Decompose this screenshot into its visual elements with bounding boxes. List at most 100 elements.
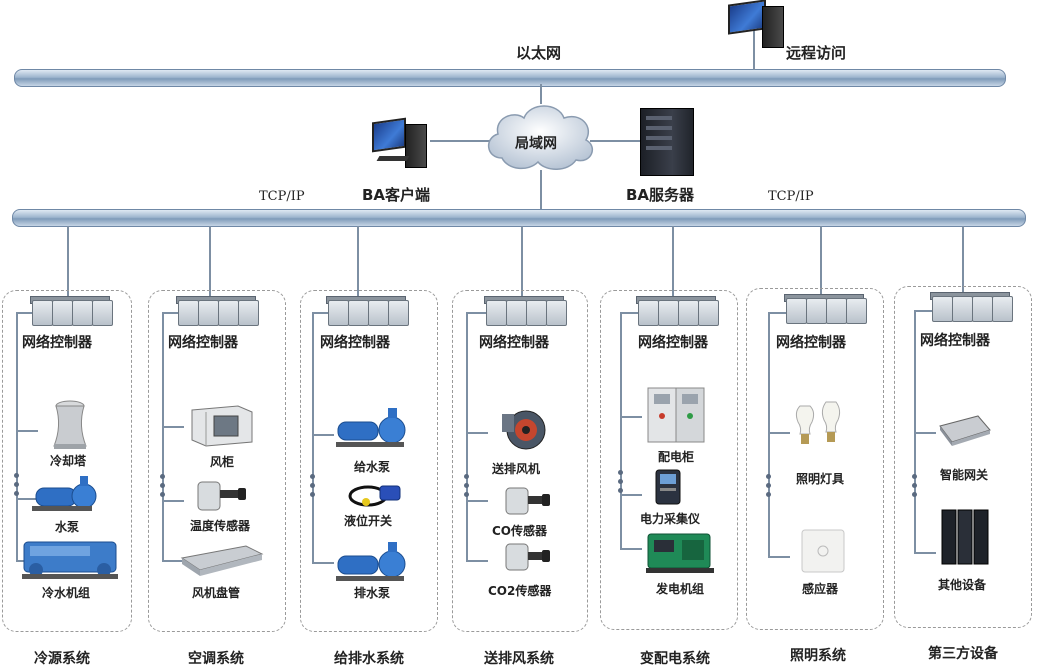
stub-6b: [768, 556, 790, 558]
stub-7a: [914, 432, 936, 434]
device-label-co-sensor: CO传感器: [492, 524, 548, 538]
stub-3b: [312, 562, 334, 564]
remote-link: [753, 30, 755, 70]
air-handler-icon: [191, 405, 253, 447]
group-water: [300, 290, 438, 632]
controller-label-6: 网络控制器: [776, 335, 846, 351]
stub-5b: [620, 494, 642, 496]
stub-1b: [16, 498, 38, 500]
bus-7-top: [914, 310, 932, 312]
drop-6: [820, 226, 822, 296]
bus-3-top: [312, 312, 328, 314]
system-label-lighting: 照明系统: [790, 648, 846, 664]
temperature-sensor-icon: [197, 481, 246, 511]
device-label-level-switch: 液位开关: [344, 514, 393, 528]
more-dots-5: [618, 470, 624, 497]
water-pump-icon: [32, 476, 97, 511]
network-controller-5: [636, 296, 719, 326]
tcpip-bus: [12, 209, 1026, 227]
system-label-water: 给排水系统: [334, 651, 404, 667]
drop-2: [209, 226, 211, 296]
stub-2a: [162, 426, 184, 428]
bus-1: [16, 312, 18, 562]
device-label-temperature-sensor: 温度传感器: [190, 519, 251, 533]
network-controller-1: [30, 296, 113, 326]
drop-1: [67, 226, 69, 296]
stub-5a: [620, 416, 642, 418]
stub-4b: [466, 500, 488, 502]
stub-4a: [466, 432, 488, 434]
group-ventilation: [452, 290, 588, 632]
system-label-power: 变配电系统: [640, 651, 710, 667]
network-controller-4: [484, 296, 567, 326]
device-label-air-handler: 风柜: [210, 455, 235, 469]
more-dots-1: [14, 473, 20, 500]
device-label-switchgear: 配电柜: [658, 450, 695, 464]
ethernet-label: 以太网: [516, 44, 562, 62]
network-controller-3: [326, 296, 409, 326]
controller-label-3: 网络控制器: [320, 335, 390, 351]
drain-pump-icon: [336, 542, 406, 581]
device-label-co2-sensor: CO2传感器: [488, 584, 552, 598]
group-lighting: [746, 288, 884, 630]
gateway-icon: [939, 415, 991, 446]
lan-client-link: [430, 140, 500, 142]
stub-7b: [914, 552, 936, 554]
controller-label-2: 网络控制器: [168, 335, 238, 351]
bus-2: [162, 312, 164, 562]
power-meter-icon: [655, 469, 681, 505]
device-label-gateway: 智能网关: [940, 468, 989, 482]
stub-5c: [620, 548, 642, 550]
device-label-supply-pump: 给水泵: [354, 460, 391, 474]
bus-3: [312, 312, 314, 562]
group-hvac: [148, 290, 286, 632]
system-label-ventilation: 送排风系统: [484, 651, 554, 667]
drop-3: [357, 226, 359, 296]
cooling-tower-icon: [53, 400, 87, 449]
device-label-occupancy-sensor: 感应器: [802, 582, 839, 596]
device-label-exhaust-fan: 送排风机: [492, 462, 541, 476]
device-label-water-pump: 水泵: [55, 520, 80, 534]
device-label-cooling-tower: 冷却塔: [50, 454, 87, 468]
system-label-third-party: 第三方设备: [928, 646, 998, 662]
bus-5-top: [620, 312, 638, 314]
other-equipment-icon: [941, 509, 989, 565]
stub-2b: [162, 500, 184, 502]
network-controller-6: [784, 294, 867, 324]
system-label-hvac: 空调系统: [188, 651, 244, 667]
device-label-chiller: 冷水机组: [42, 586, 91, 600]
co-sensor-icon: [505, 487, 550, 515]
lan-cloud-icon: [488, 105, 594, 170]
device-label-other-equipment: 其他设备: [938, 578, 987, 592]
generator-icon: [646, 533, 714, 573]
device-label-lamp: 照明灯具: [796, 472, 845, 486]
lan-label: 局域网: [515, 136, 557, 152]
remote-access-label: 远程访问: [786, 44, 847, 62]
device-label-fan-coil: 风机盘管: [192, 586, 241, 600]
bus-5: [620, 312, 622, 550]
network-controller-7: [930, 292, 1013, 322]
fan-coil-icon: [180, 545, 264, 576]
supply-pump-icon: [336, 408, 406, 447]
lan-server-link: [590, 140, 640, 142]
more-dots-4: [464, 474, 470, 501]
stub-2c: [162, 560, 184, 562]
occupancy-sensor-icon: [801, 529, 845, 573]
tcpip-label-left: TCP/IP: [259, 189, 305, 204]
more-dots-6: [766, 474, 772, 501]
controller-label-1: 网络控制器: [22, 335, 92, 351]
co2-sensor-icon: [505, 543, 550, 571]
network-controller-2: [176, 296, 259, 326]
group-third-party: [894, 286, 1032, 628]
bus-6-top: [768, 312, 786, 314]
chiller-icon: [22, 541, 118, 579]
bus-4-top: [466, 312, 486, 314]
controller-label-4: 网络控制器: [479, 335, 549, 351]
device-label-drain-pump: 排水泵: [354, 586, 391, 600]
more-dots-7: [912, 474, 918, 501]
group-power: [600, 290, 738, 630]
more-dots-2: [160, 474, 166, 501]
stub-3a: [312, 434, 334, 436]
device-label-generator: 发电机组: [656, 582, 705, 596]
bus-6: [768, 312, 770, 558]
